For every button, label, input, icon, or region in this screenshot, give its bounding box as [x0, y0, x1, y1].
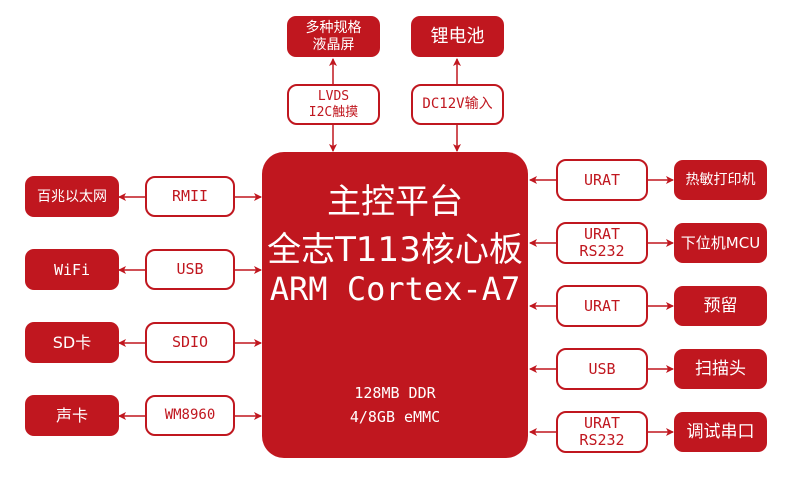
interface-rmii: RMII — [145, 176, 235, 217]
device-sound-card: 声卡 — [25, 395, 119, 436]
interface-urat-reserved: URAT — [556, 285, 648, 327]
device-reserved: 预留 — [674, 286, 767, 326]
core-board: 主控平台 全志T113核心板 ARM Cortex-A7 128MB DDR 4… — [262, 152, 528, 458]
device-sd-card: SD卡 — [25, 322, 119, 363]
interface-urat-rs232-debug: URAT RS232 — [556, 411, 648, 453]
interface-sdio: SDIO — [145, 322, 235, 363]
device-mcu: 下位机MCU — [674, 223, 767, 263]
device-debug-serial: 调试串口 — [674, 412, 767, 452]
interface-urat-printer: URAT — [556, 159, 648, 201]
core-model: 全志T113核心板 — [267, 230, 523, 270]
device-scanner: 扫描头 — [674, 349, 767, 389]
device-thermal-printer: 热敏打印机 — [674, 160, 767, 200]
interface-usb-wifi: USB — [145, 249, 235, 290]
interface-urat-rs232-mcu: URAT RS232 — [556, 222, 648, 264]
core-storage: 4/8GB eMMC — [349, 408, 441, 426]
core-ram: 128MB DDR — [354, 384, 436, 402]
device-wifi: WiFi — [25, 249, 119, 290]
device-ethernet: 百兆以太网 — [25, 176, 119, 217]
device-lcd: 多种规格 液晶屏 — [287, 16, 380, 57]
interface-usb-scanner: USB — [556, 348, 648, 390]
interface-lvds-i2c: LVDS I2C触摸 — [287, 84, 380, 125]
device-battery: 锂电池 — [411, 16, 504, 57]
core-title: 主控平台 — [327, 182, 463, 222]
core-cpu: ARM Cortex-A7 — [269, 270, 521, 308]
interface-wm8960: WM8960 — [145, 395, 235, 436]
interface-dc12v: DC12V输入 — [411, 84, 504, 125]
